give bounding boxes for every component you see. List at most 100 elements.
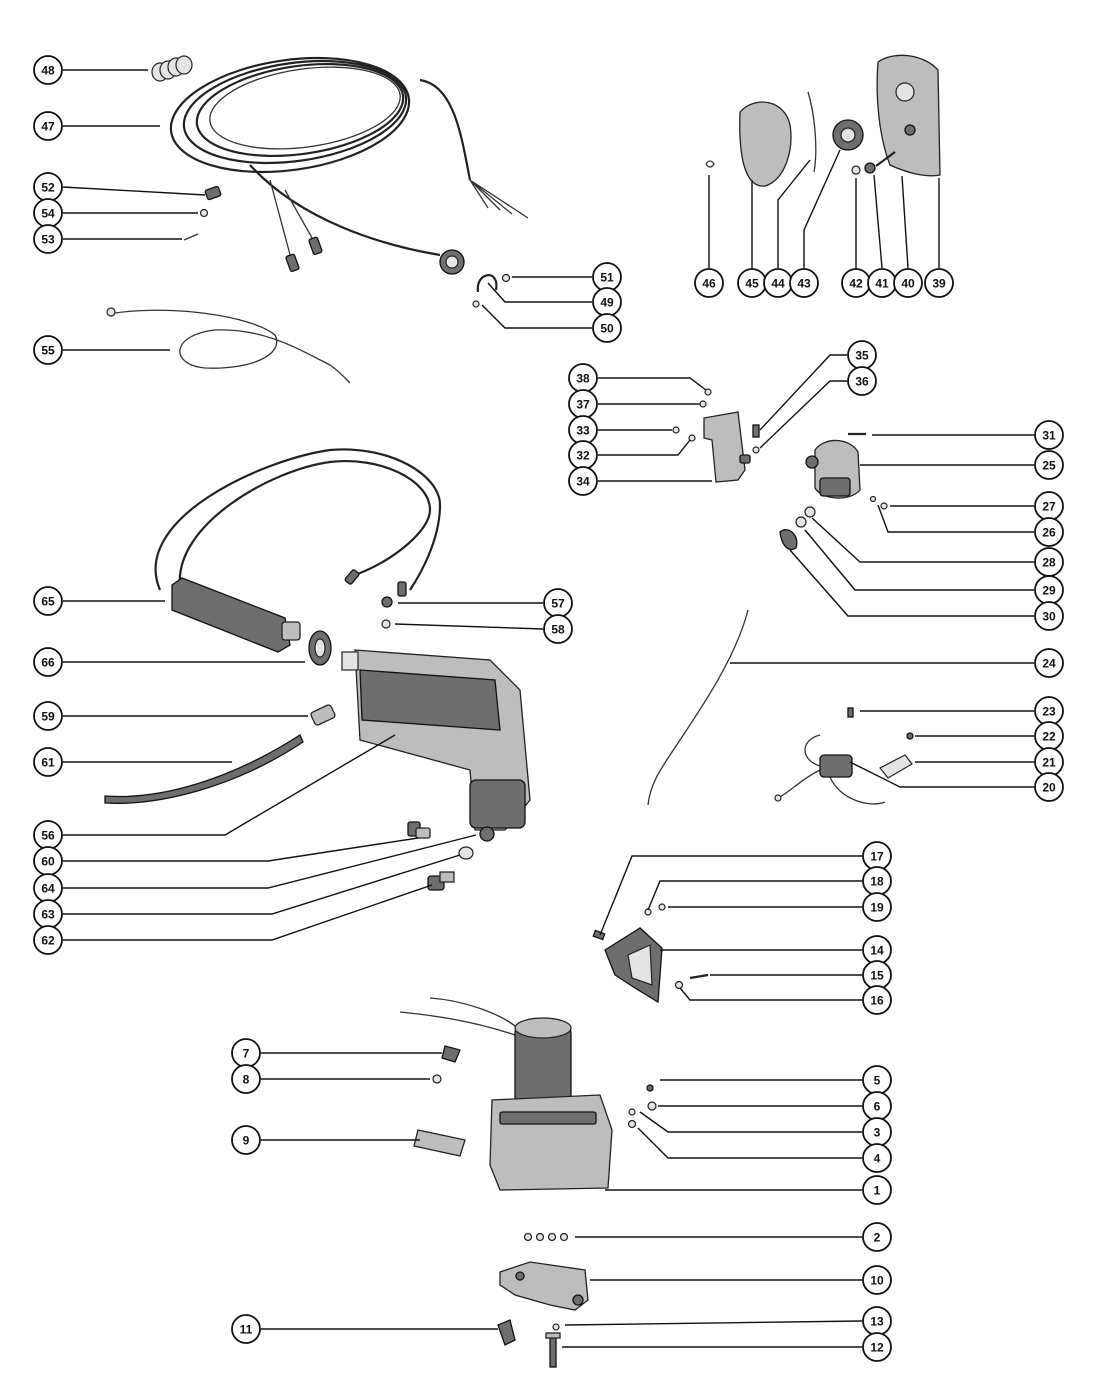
callout-34: 34 <box>568 466 712 496</box>
callout-29: 29 <box>804 529 1064 605</box>
callout-number: 64 <box>41 882 55 896</box>
callout-64: 64 <box>33 834 477 903</box>
callout-number: 52 <box>41 181 55 195</box>
part-49-clamp <box>476 274 498 293</box>
part-42-washer <box>851 165 861 175</box>
callout-52: 52 <box>33 172 206 202</box>
callout-number: 21 <box>1042 756 1056 770</box>
callout-number: 54 <box>41 207 55 221</box>
callout-number: 23 <box>1042 705 1056 719</box>
callout-badge-3: 3 <box>862 1117 892 1147</box>
callout-39: 39 <box>924 178 954 298</box>
callout-38: 38 <box>568 363 707 393</box>
callout-45: 45 <box>737 180 767 298</box>
callout-21: 21 <box>915 747 1064 777</box>
callout-12: 12 <box>562 1332 892 1362</box>
part-19-nut <box>658 903 666 911</box>
part-61-hose <box>104 734 304 804</box>
callout-number: 6 <box>874 1100 881 1114</box>
callout-number: 3 <box>874 1126 881 1140</box>
callout-badge-64: 64 <box>33 873 63 903</box>
callout-badge-4: 4 <box>862 1143 892 1173</box>
callout-13: 13 <box>564 1306 892 1336</box>
callout-badge-8: 8 <box>231 1064 261 1094</box>
leader-line-58 <box>394 623 544 630</box>
leader-line-52 <box>62 186 206 196</box>
part-10-manifold <box>499 1261 589 1311</box>
callout-number: 7 <box>243 1047 250 1061</box>
callout-badge-34: 34 <box>568 466 598 496</box>
callout-number: 60 <box>41 855 55 869</box>
callout-number: 43 <box>797 277 811 291</box>
callout-32: 32 <box>568 439 691 470</box>
leader-line-40 <box>901 175 909 269</box>
callout-badge-60: 60 <box>33 846 63 876</box>
callout-6: 6 <box>658 1091 892 1121</box>
callout-number: 34 <box>576 475 590 489</box>
callout-65: 65 <box>33 586 165 616</box>
part-8-washer <box>432 1074 442 1084</box>
callout-badge-12: 12 <box>862 1332 892 1362</box>
part-12-bolt <box>545 1332 561 1368</box>
callout-57: 57 <box>398 588 573 618</box>
callout-27: 27 <box>890 491 1064 521</box>
callout-badge-13: 13 <box>862 1306 892 1336</box>
callout-33: 33 <box>568 415 672 445</box>
part-48-sleeve <box>151 55 193 82</box>
callout-51: 51 <box>512 262 622 292</box>
callout-badge-16: 16 <box>862 985 892 1015</box>
callout-50: 50 <box>481 304 622 343</box>
callout-19: 19 <box>668 892 892 922</box>
part-40-screw <box>875 151 896 167</box>
callout-23: 23 <box>860 696 1064 726</box>
callout-badge-63: 63 <box>33 899 63 929</box>
part-44-rod <box>807 91 817 173</box>
callout-badge-7: 7 <box>231 1038 261 1068</box>
callout-badge-37: 37 <box>568 389 598 419</box>
callout-badge-41: 41 <box>867 268 897 298</box>
callout-43: 43 <box>789 149 841 298</box>
part-34-bracket <box>703 411 751 483</box>
callout-3: 3 <box>639 1111 892 1147</box>
callout-badge-27: 27 <box>1034 491 1064 521</box>
callout-number: 50 <box>600 322 614 336</box>
part-28-washer <box>804 506 816 518</box>
callout-badge-17: 17 <box>862 841 892 871</box>
callout-badge-54: 54 <box>33 198 63 228</box>
callout-30: 30 <box>789 549 1064 631</box>
callout-number: 2 <box>874 1231 881 1245</box>
callout-number: 16 <box>870 994 884 1008</box>
callout-25: 25 <box>860 450 1064 480</box>
callout-number: 58 <box>551 623 565 637</box>
callout-badge-58: 58 <box>543 614 573 644</box>
part-7-clip <box>441 1045 461 1063</box>
callout-badge-23: 23 <box>1034 696 1064 726</box>
callout-badge-38: 38 <box>568 363 598 393</box>
leader-line-3 <box>639 1111 862 1133</box>
callout-58: 58 <box>394 614 573 644</box>
callout-number: 45 <box>745 277 759 291</box>
callout-badge-61: 61 <box>33 747 63 777</box>
callout-number: 11 <box>240 1323 253 1337</box>
part-13-washer <box>552 1323 560 1331</box>
part-25-solenoid <box>805 439 861 499</box>
part-5-screw <box>646 1084 654 1092</box>
callout-badge-33: 33 <box>568 415 598 445</box>
callout-badge-30: 30 <box>1034 601 1064 631</box>
callout-number: 40 <box>901 277 915 291</box>
callout-number: 66 <box>41 656 55 670</box>
callout-number: 22 <box>1042 730 1056 744</box>
part-39-cover <box>876 54 941 177</box>
callout-47: 47 <box>33 111 160 141</box>
callout-5: 5 <box>660 1065 892 1095</box>
callout-badge-51: 51 <box>592 262 622 292</box>
callout-number: 47 <box>41 120 55 134</box>
leader-line-18 <box>647 880 862 911</box>
callout-number: 35 <box>855 349 869 363</box>
callout-18: 18 <box>647 866 892 911</box>
callout-number: 59 <box>41 710 55 724</box>
part-63-washer <box>458 846 474 860</box>
callout-badge-15: 15 <box>862 960 892 990</box>
callout-number: 63 <box>41 908 55 922</box>
callout-number: 14 <box>870 944 884 958</box>
